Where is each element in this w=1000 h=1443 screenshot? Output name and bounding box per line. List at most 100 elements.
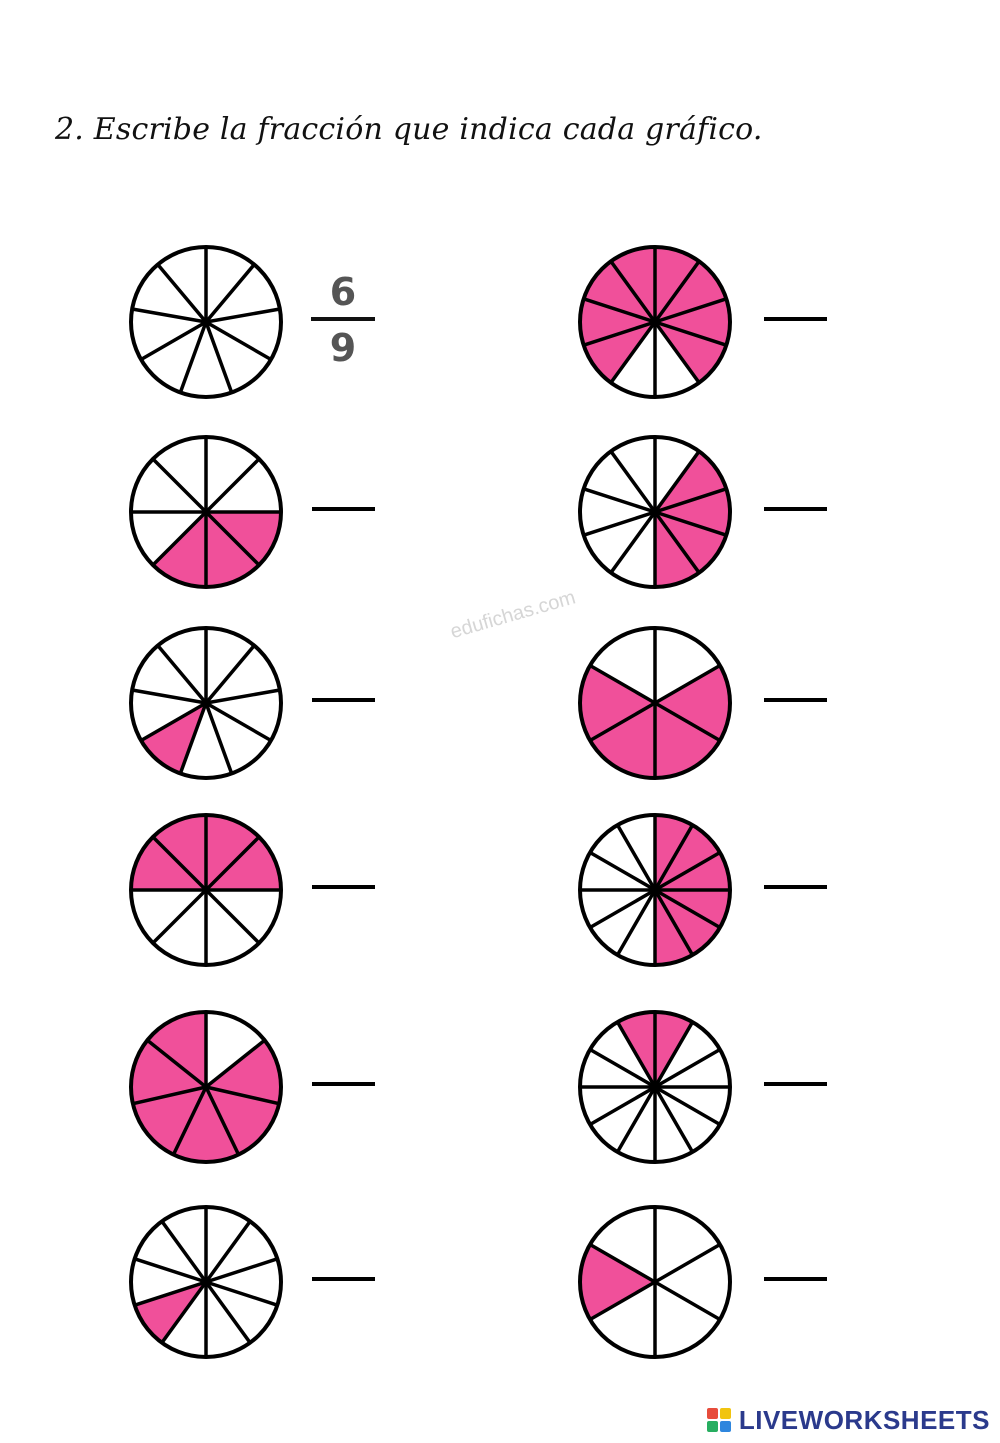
shaded-sector [655,261,727,322]
shaded-sector [206,815,260,890]
sector-divider [204,644,256,705]
example-denominator: 9 [329,326,357,370]
fraction-circle-left-3 [129,626,283,780]
sector-divider [205,1280,278,1307]
sector-divider [131,688,207,705]
sector-divider [653,889,695,956]
sector-divider [653,260,701,324]
sector-divider [654,663,721,705]
sector-divider [654,1280,721,1322]
sector-divider [583,320,656,347]
circle-outline [129,626,283,780]
sector-divider [654,1085,721,1127]
sector-divider [653,824,695,891]
sector-divider [654,850,721,892]
sector-divider [609,320,657,384]
fraction-circle-right-3 [578,626,732,780]
sector-divider [156,644,208,705]
circle-outline [129,813,283,967]
fraction-circle-left-1 [129,245,283,399]
sector-divider [134,1280,207,1307]
circle-outline [129,245,283,399]
circle-outline [578,626,732,780]
shaded-sector [655,890,720,955]
shaded-sector [580,665,655,741]
shaded-sector [134,1282,206,1343]
sector-divider [131,307,207,324]
sector-divider [654,1047,721,1089]
sector-divider [615,1086,657,1153]
fraction-circle-right-5 [578,1010,732,1164]
sector-divider [204,321,234,394]
sector-divider [654,1242,721,1284]
shaded-sector [141,703,206,774]
circle-outline [129,435,283,589]
fraction-circle-right-1 [578,245,732,399]
sector-divider [140,320,207,362]
sector-divider [609,260,657,324]
sector-divider [653,510,701,574]
shaded-sector [173,1087,239,1162]
sector-divider [204,1220,252,1284]
circle-outline [578,813,732,967]
sector-divider [589,1242,656,1284]
sector-divider [654,320,727,347]
sector-divider [171,1086,208,1156]
shaded-sector [152,815,206,890]
sector-divider [654,487,727,514]
circle-outline [578,435,732,589]
shaded-sector [655,451,727,512]
sector-divider [151,835,208,892]
sector-divider [178,321,208,394]
sector-divider [134,1257,207,1284]
sector-divider [146,1038,208,1089]
shaded-sector [655,298,730,346]
sector-divider [589,663,656,705]
sector-divider [609,510,657,574]
sector-divider [589,1280,656,1322]
shaded-sector [131,836,206,890]
shaded-sector [580,298,655,346]
sector-divider [609,450,657,514]
sector-divider [205,320,272,362]
shaded-sector [610,247,655,322]
fraction-circle-left-4 [129,813,283,967]
shaded-sector [206,512,260,587]
sector-divider [589,1047,656,1089]
sector-divider [178,702,208,775]
sector-divider [204,888,261,945]
shaded-sector [655,488,730,536]
sector-divider [653,450,701,514]
shaded-sector [131,1040,206,1104]
sector-divider [653,320,701,384]
shaded-sector [655,825,720,890]
sector-divider [654,888,721,930]
sector-divider [132,1085,207,1106]
circle-outline [129,1205,283,1359]
sector-divider [205,1257,278,1284]
shaded-sector [655,665,730,741]
sector-divider [156,263,208,324]
sector-divider [140,701,207,743]
fraction-circle-left-6 [129,1205,283,1359]
sector-divider [583,297,656,324]
shaded-sector [206,1040,281,1104]
sector-divider [205,688,281,705]
sector-divider [204,1280,252,1344]
circle-outline [129,1010,283,1164]
sector-divider [589,850,656,892]
shaded-sector [583,322,655,383]
sector-divider [615,1021,657,1088]
shaded-sector [147,1012,206,1087]
circle-outline [578,245,732,399]
shaded-sector [152,512,206,587]
shaded-sector [583,261,655,322]
sector-divider [205,307,281,324]
sector-divider [205,1085,280,1106]
sector-divider [204,1086,241,1156]
brand-name: LIVEWORKSHEETS [738,1405,990,1435]
sector-divider [204,510,261,567]
sector-divider [204,1038,266,1089]
sector-divider [583,510,656,537]
